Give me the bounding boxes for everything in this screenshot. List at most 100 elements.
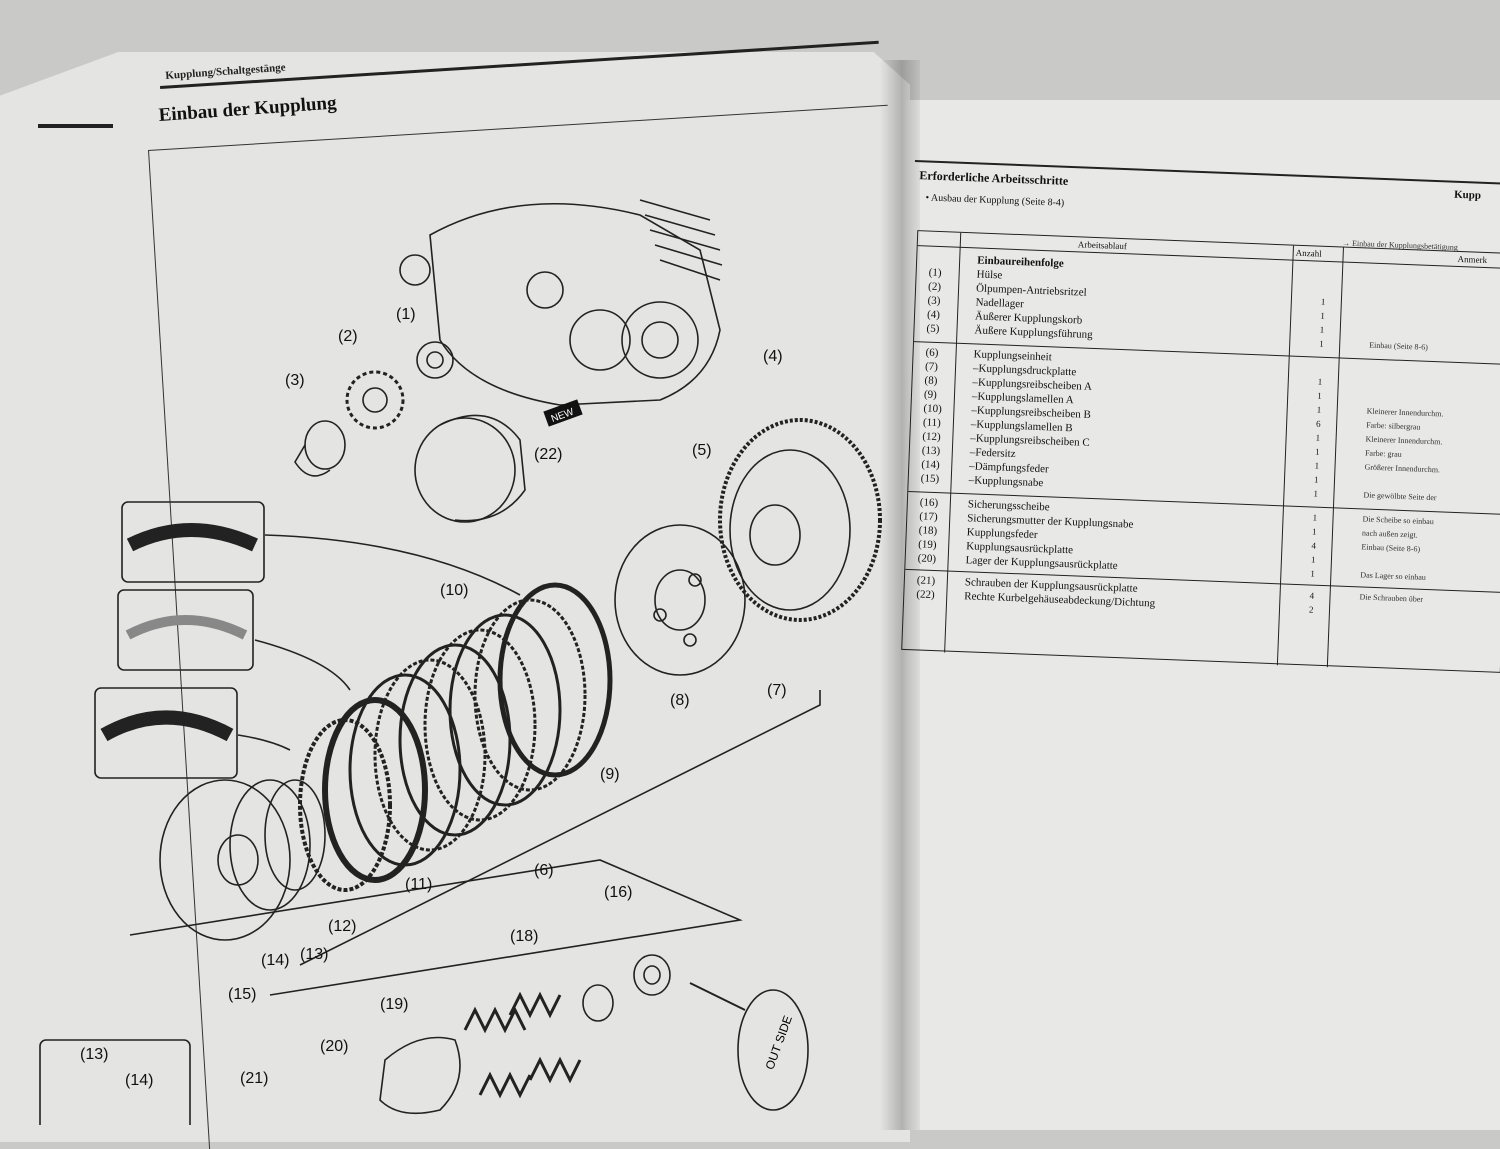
row-number: (6) <box>925 346 939 360</box>
callout-20: (20) <box>320 1038 349 1055</box>
row-number: (3) <box>927 294 941 308</box>
row-quantity: 1 <box>1315 432 1321 443</box>
row-number <box>929 252 959 253</box>
inset-friction-b <box>117 589 254 671</box>
row-quantity: 1 <box>1310 554 1316 565</box>
row-number: (22) <box>916 588 935 602</box>
row-number: (5) <box>926 322 940 336</box>
row-quantity: 6 <box>1315 418 1321 429</box>
callout-6: (6) <box>534 862 554 879</box>
row-number: (1) <box>928 266 942 280</box>
callout-16: (16) <box>604 884 633 901</box>
row-quantity: 1 <box>1310 568 1316 579</box>
row-number: (9) <box>923 388 938 402</box>
crankcase-outline <box>429 203 721 406</box>
callout-8: (8) <box>670 692 690 709</box>
right-page <box>905 100 1500 1130</box>
table-header: Arbeitsablauf <box>1077 239 1128 252</box>
row-number: (20) <box>917 552 937 566</box>
clutch-hub <box>159 779 291 941</box>
row-quantity: 1 <box>1311 526 1317 537</box>
row-number: (21) <box>916 574 936 588</box>
row-quantity: 1 <box>1314 446 1320 457</box>
row-number: (13) <box>921 444 941 458</box>
row-quantity: 1 <box>1313 488 1319 499</box>
callout-10: (10) <box>440 582 469 599</box>
sprocket-part <box>345 370 405 430</box>
procedure-table: Arbeitsablauf Anzahl Anmerk Einbaureihen… <box>901 230 1500 673</box>
row-remark: Die gewölbte Seite der <box>1363 490 1437 503</box>
row-quantity: 1 <box>1319 338 1324 349</box>
row-quantity: 1 <box>1317 390 1322 401</box>
callout-22: (22) <box>534 446 563 463</box>
book-gutter <box>880 60 920 1130</box>
row-quantity: 1 <box>1313 474 1319 485</box>
row-label: –Kupplungsnabe <box>968 474 1044 490</box>
crankcase-cover <box>414 417 516 523</box>
callout-14: (14) <box>261 952 290 969</box>
row-remark: Farbe: grau <box>1364 448 1402 459</box>
left-page <box>0 52 910 1142</box>
clutch-springs <box>463 991 582 1099</box>
release-plate <box>379 1036 461 1115</box>
remarks-header: Anmerk <box>1457 253 1488 266</box>
row-remark: Das Lager so einbau <box>1360 570 1427 582</box>
callout-7: (7) <box>767 682 787 699</box>
lock-washer <box>633 954 671 996</box>
row-quantity: 1 <box>1319 324 1325 335</box>
running-head-right: Kupp <box>1453 188 1482 202</box>
callout-19: (19) <box>380 996 409 1013</box>
outside-tag: OUT SIDE <box>763 1014 795 1072</box>
callout-12: (12) <box>328 918 357 935</box>
mainshaft <box>526 271 564 309</box>
crankcase-fins <box>639 199 723 281</box>
row-number: (12) <box>922 430 941 444</box>
prerequisite-bullet: • Ausbau der Kupplung (Seite 8-4) <box>925 192 1065 209</box>
washer-detail <box>737 989 809 1111</box>
callout-21: (21) <box>240 1070 269 1087</box>
row-number: (16) <box>919 496 939 510</box>
row-number: (10) <box>923 402 943 416</box>
callout-5: (5) <box>692 442 712 459</box>
row-quantity: 2 <box>1308 604 1314 615</box>
callout-2: (2) <box>338 328 358 345</box>
row-label: Hülse <box>976 268 1003 282</box>
clutch-exploded-diagram: NEW OUT SIDE <box>39 199 882 1125</box>
pressure-plate <box>614 524 746 676</box>
callout-15: (15) <box>228 986 257 1003</box>
callout-14-inset: (14) <box>125 1072 154 1089</box>
row-number: (18) <box>918 524 938 538</box>
row-number: (2) <box>927 280 942 294</box>
row-number: (19) <box>918 538 937 552</box>
row-number: (4) <box>926 308 941 322</box>
row-quantity: 1 <box>1316 404 1322 415</box>
row-number: (8) <box>924 374 938 388</box>
callout-13: (13) <box>300 946 329 963</box>
margin-rule <box>38 124 113 128</box>
inset-friction-c <box>94 687 238 779</box>
inset-friction-a <box>121 501 265 583</box>
sleeve-part <box>304 420 346 470</box>
row-quantity: 1 <box>1314 460 1320 471</box>
new-tag-box <box>543 399 583 427</box>
row-quantity: 4 <box>1311 540 1317 551</box>
callout-1: (1) <box>396 306 416 323</box>
inset-damper <box>39 1039 191 1125</box>
row-quantity: 4 <box>1309 590 1315 601</box>
callout-9: (9) <box>600 766 620 783</box>
row-number: (17) <box>919 510 938 524</box>
callout-11: (11) <box>405 876 433 893</box>
locknut <box>582 984 614 1022</box>
clutch-plate-stack <box>298 582 613 892</box>
row-quantity: 1 <box>1312 512 1318 523</box>
right-page-content: Erforderliche Arbeitsschritte Kupp • Aus… <box>895 160 1500 703</box>
row-quantity: 1 <box>1320 296 1326 307</box>
callout-4: (4) <box>763 348 783 365</box>
row-remark: Einbau (Seite 8-6) <box>1369 340 1429 352</box>
callout-3: (3) <box>285 372 305 389</box>
clutch-housing <box>718 418 882 622</box>
row-number: (11) <box>922 416 942 430</box>
callout-18: (18) <box>510 928 539 945</box>
right-page-title: Erforderliche Arbeitsschritte <box>919 168 1069 188</box>
bearing-part <box>416 341 454 379</box>
